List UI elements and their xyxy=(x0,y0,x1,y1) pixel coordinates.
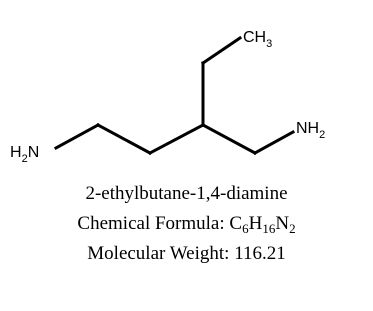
bond-c-n-left xyxy=(53,122,101,151)
formula-label: Chemical Formula: xyxy=(77,213,230,234)
atom-nh2-main: NH xyxy=(296,120,319,137)
atom-label-nh2: NH2 xyxy=(296,120,325,141)
weight-label: Molecular Weight: xyxy=(87,243,235,264)
formula-h-count: 16 xyxy=(262,221,276,236)
bond-ch2-n-right xyxy=(252,129,296,156)
chemical-formula: Chemical Formula: C6H16N2 xyxy=(0,213,373,235)
formula-c-count: 6 xyxy=(242,221,249,236)
formula-h: H xyxy=(248,213,263,234)
atom-label-h2n: H2N xyxy=(10,144,39,165)
atom-ch3-sub: 3 xyxy=(266,38,272,50)
formula-c: C xyxy=(229,213,243,234)
bond-ch-c-left xyxy=(147,122,206,156)
weight-value: 116.21 xyxy=(234,243,286,264)
atom-ch3-main: CH xyxy=(243,29,266,46)
bond-ch-ch2-right xyxy=(200,122,258,156)
atom-h2n-pre: H xyxy=(10,144,22,161)
atom-h2n-sub: 2 xyxy=(22,153,28,165)
formula-n: N xyxy=(275,213,290,234)
compound-name: 2-ethylbutane-1,4-diamine xyxy=(85,183,288,204)
formula-n-count: 2 xyxy=(289,221,296,236)
atom-nh2-sub: 2 xyxy=(319,129,325,141)
atom-h2n-main: N xyxy=(28,144,40,161)
atom-label-ch3: CH3 xyxy=(243,29,272,50)
molecular-weight: Molecular Weight: 116.21 xyxy=(0,243,373,265)
bond-ch3-ch2 xyxy=(200,35,243,66)
bond-c-left-c xyxy=(95,122,153,156)
